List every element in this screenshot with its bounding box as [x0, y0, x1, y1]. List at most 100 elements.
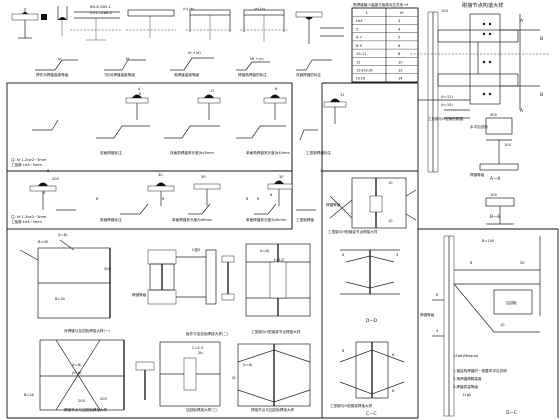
dimension-label: 12: [210, 89, 215, 93]
mark-b-top: B: [540, 36, 543, 42]
br-stiffener: 加劲板: [506, 300, 517, 305]
table-cell: 5: [398, 36, 400, 40]
bottom-left-details: [19, 239, 311, 411]
br-num-4: 30: [520, 261, 525, 265]
dim-t12: (t=12): [441, 95, 453, 99]
br-b100: B=100: [482, 239, 495, 243]
dimension-label: 12: [340, 93, 345, 97]
detail-label: B=20: [24, 393, 35, 397]
weld-label: 双面焊缝的标注: [296, 72, 322, 77]
table-title: 角焊缝最小高度与板厚对应关系 hf: [353, 2, 409, 7]
bottom-left-labels: (t=8)B=30300B=30(t=8)(t=8)B=20200200焊接节点…: [24, 233, 301, 412]
br-weld-grade: 焊缝等级: [420, 312, 435, 317]
cc-section: C—C: [366, 411, 377, 417]
detail-label: 200: [78, 399, 86, 403]
rigid-caption: 工形钢与H型钢的刚接: [428, 116, 463, 121]
br-num-2: 4: [436, 329, 439, 333]
table-cell: 12≤t≤16: [356, 68, 373, 72]
dimension-label: 6: [96, 197, 99, 201]
rib-label: 水平加劲肋: [470, 124, 488, 129]
detail-label: C=2.5: [192, 346, 203, 350]
detail-label: B=30: [55, 297, 66, 301]
dimension-label: 30: [201, 175, 206, 179]
br-num-5: 10: [500, 323, 505, 327]
detail-label: (t=8): [72, 371, 82, 375]
note-text: 1.钢结构焊缝的一般要求详见说明: [453, 368, 507, 373]
detail-label: 加劲肋焊接大样(三): [186, 407, 218, 412]
dd-caption: 工型钢与H型钢梁节点焊接大样: [328, 229, 378, 234]
weld-label: 双面焊缝标注: [100, 150, 122, 155]
weld-label: 单面焊缝其长度为40mm: [246, 217, 287, 222]
dimension-label: 200: [52, 177, 60, 181]
table-cell: 10: [398, 60, 403, 64]
cr-num-5: 8: [342, 349, 345, 353]
mark-a-bottom: A: [520, 108, 523, 114]
table-cell: 6-7: [356, 36, 362, 40]
rigid-node-title: 刚接节点构造大样: [462, 1, 504, 9]
cr-num-1: 10: [388, 181, 393, 185]
weld-label: T形对焊缝高度等级: [103, 72, 135, 77]
dimension-label: 6: [47, 169, 50, 173]
table-cell: 4: [398, 27, 401, 31]
section-a-a: A—A: [490, 176, 500, 182]
br-num-3: 8: [470, 261, 473, 265]
cr-num-4: 4: [396, 253, 399, 257]
table-cell: 8: [398, 52, 401, 56]
weld-grade-label: 焊缝等级: [470, 172, 485, 177]
mid-weld-details: [29, 94, 347, 215]
cr-num-7: 6: [392, 389, 395, 393]
detail-label: (t=8): [243, 363, 253, 367]
dimension-label: 3: [320, 169, 322, 173]
cc-caption: 工型钢与H型钢梁焊接大样: [330, 403, 373, 408]
dim-100: 100: [441, 9, 449, 13]
table-header: hf: [400, 11, 404, 15]
dim-100-b: 100: [490, 193, 498, 197]
detail-label: B=30: [38, 240, 49, 244]
detail-label: 对焊缝与加劲肋焊接大样(一): [64, 328, 111, 333]
br-section: D—C: [506, 410, 517, 416]
note-text: 注: hf 1.2t≥2~3mm: [11, 157, 47, 162]
detail-label: 2t: [232, 376, 236, 380]
note-text: 12tdt(Mwanb): [453, 354, 479, 358]
cr-weld-grade: 焊缝等级: [326, 202, 341, 207]
note-text: 2.角焊缝焊脚高度: [453, 376, 482, 381]
weld-label: 焊件对焊缝高度等级: [36, 72, 69, 77]
detail-label: 200: [100, 397, 108, 401]
bottom-right-notes: 12tdt(Mwanb) 1.钢结构焊缝的一般要求详见说明 2.角焊缝焊脚高度 3.焊…: [453, 354, 507, 397]
detail-label: 板件与加劲肋焊接大样(二): [186, 331, 229, 336]
detail-label: 焊缝等级: [132, 292, 147, 297]
bottom-right-details: 6 4 B=100 8 30 焊缝等级 10 加劲板 D—C: [420, 235, 541, 417]
dim-t10: (t=10): [441, 103, 453, 107]
dimension-label: 6: [162, 197, 165, 201]
top-row-label: hf: [58, 57, 62, 61]
table-cell: 6: [398, 44, 401, 48]
panel-frames: [6, 82, 559, 419]
top-row-label: (n) (e): [183, 7, 195, 11]
table-cell: t≤4: [356, 19, 363, 23]
cr-num-2: 10: [388, 219, 393, 223]
table-cell: 8-9: [356, 44, 363, 48]
weld-label: 单面角焊缝其长度为40mm: [246, 150, 290, 155]
dd-section: D—D: [366, 318, 378, 324]
br-num-1: 6: [436, 293, 439, 297]
note-text: 工板厚 t≥4~5mm: [11, 162, 42, 167]
weld-label: 工型钢焊缝: [296, 217, 314, 222]
dimension-label: 30: [279, 175, 284, 179]
table-header: t: [366, 11, 368, 15]
top-row-label: Mf +(n): [250, 57, 264, 61]
note-text: 注: hf 1.2t≥2~3mm: [11, 214, 47, 219]
table-cell: 3: [398, 19, 400, 23]
detail-label: (t=8): [58, 233, 68, 237]
section-b-b: B—B: [490, 214, 500, 220]
table-cell: 5: [356, 27, 358, 31]
detail-label: (t=8): [72, 363, 82, 367]
table-cell: 12: [356, 60, 361, 64]
detail-label: 工型钢与H型钢梁节点焊接大样: [251, 329, 301, 334]
cr-num-3: 6: [342, 253, 345, 257]
note-text: 3.焊缝质量等级: [453, 384, 478, 389]
dim-300: 300: [490, 113, 498, 117]
dim-100-c: 100: [504, 143, 512, 147]
